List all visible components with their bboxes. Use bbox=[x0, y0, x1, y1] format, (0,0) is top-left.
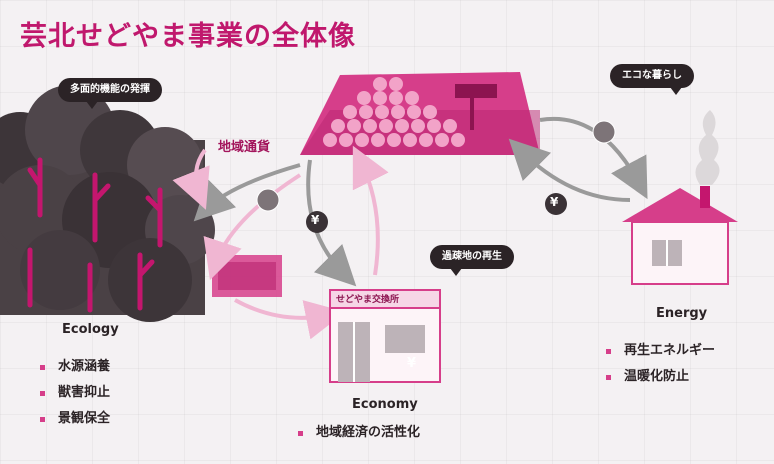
yen-coin-label: ¥ bbox=[311, 213, 320, 227]
forest-illustration bbox=[0, 85, 282, 322]
speech-bubble-town-revival: 過疎地の再生 bbox=[430, 245, 514, 276]
economy-label: Economy bbox=[352, 397, 418, 412]
energy-item: 温暖化防止 bbox=[604, 364, 715, 390]
speech-bubble-eco-life: エコな暮らし bbox=[610, 64, 694, 95]
flow-arrows bbox=[172, 116, 648, 340]
ecology-item: 水源涵養 bbox=[38, 354, 110, 380]
page-title: 芸北せどやま事業の全体像 bbox=[20, 21, 356, 52]
yen-coin-label: ¥ bbox=[407, 356, 417, 371]
yen-coin-label: ¥ bbox=[550, 195, 559, 209]
local-currency-label: 地域通貨 bbox=[218, 140, 271, 155]
house-illustration bbox=[622, 110, 738, 285]
energy-label: Energy bbox=[656, 306, 708, 321]
economy-list: 地域経済の活性化 bbox=[296, 420, 420, 446]
ecology-list: 水源涵養 獣害抑止 景観保全 bbox=[38, 354, 110, 432]
economy-item: 地域経済の活性化 bbox=[296, 420, 420, 446]
log-pile-illustration bbox=[300, 72, 540, 155]
ecology-label: Ecology bbox=[62, 322, 119, 337]
ecology-item: 獣害抑止 bbox=[38, 380, 110, 406]
energy-item: 再生エネルギー bbox=[604, 338, 715, 364]
ecology-item: 景観保全 bbox=[38, 406, 110, 432]
speech-bubble-multi-function: 多面的機能の発揮 bbox=[58, 78, 162, 109]
store-sign: せどやま交換所 bbox=[336, 295, 400, 305]
energy-list: 再生エネルギー 温暖化防止 bbox=[604, 338, 715, 390]
store-illustration bbox=[329, 289, 441, 383]
